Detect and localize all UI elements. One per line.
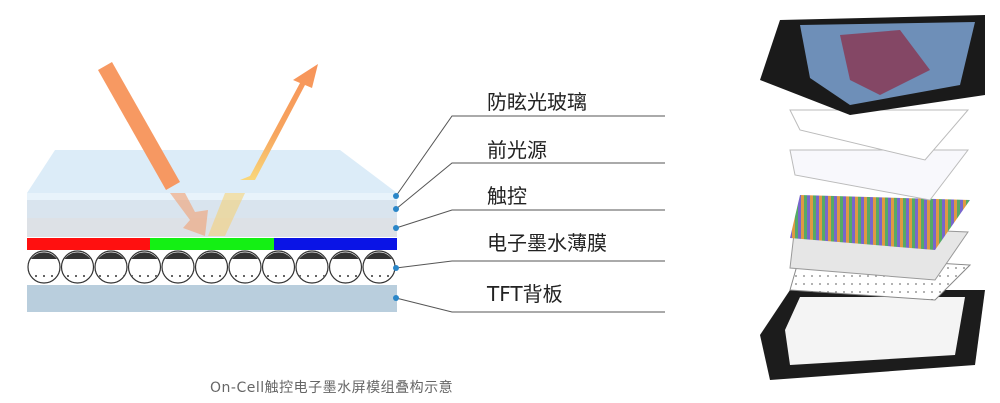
white-particles — [131, 275, 158, 282]
front-light-layer — [27, 200, 397, 218]
white-particles — [332, 275, 359, 282]
label-front-light: 前光源 — [487, 138, 547, 162]
white-particles — [366, 275, 392, 282]
reflected-light-arrow — [240, 64, 318, 180]
white-particles — [165, 275, 191, 282]
black-particles — [366, 252, 392, 259]
reflected-light-tip — [208, 193, 245, 236]
white-particles — [265, 275, 292, 282]
label-tft-backplane: TFT背板 — [487, 282, 563, 306]
black-particles — [98, 252, 124, 259]
black-particles — [265, 252, 292, 259]
black-particles — [31, 252, 57, 259]
label-touch: 触控 — [487, 184, 527, 208]
black-particles — [131, 252, 158, 259]
white-particles — [299, 275, 325, 282]
glass-layer — [27, 193, 397, 200]
label-eink-film: 电子墨水薄膜 — [487, 231, 607, 255]
black-particles — [165, 252, 191, 259]
label-antiglare-glass: 防眩光玻璃 — [487, 90, 587, 114]
color-filter-red — [27, 238, 150, 250]
tft-backplane-layer — [27, 285, 397, 312]
caption: On-Cell触控电子墨水屏模组叠构示意 — [210, 380, 454, 396]
eink-microcapsules — [27, 250, 396, 284]
black-particles — [64, 252, 91, 259]
color-filter-green — [150, 238, 274, 250]
black-particles — [332, 252, 359, 259]
incident-light-arrow — [98, 62, 180, 190]
black-particles — [299, 252, 325, 259]
device-back-screen — [785, 297, 965, 365]
white-particles — [232, 275, 258, 282]
white-particles — [198, 275, 225, 282]
incident-light-arrow-tip — [170, 193, 208, 236]
glass-top-face — [27, 150, 397, 193]
frontlight-sheet — [789, 109, 970, 161]
touch-sheet — [789, 149, 970, 201]
white-particles — [31, 275, 57, 282]
white-particles — [98, 275, 124, 282]
color-filter-sheet — [790, 195, 970, 250]
screen-art — [840, 30, 930, 95]
black-particles — [232, 252, 258, 259]
leader-lines — [395, 115, 665, 313]
exploded-ereader-illustration — [760, 15, 985, 380]
leader-dots — [393, 193, 399, 301]
black-particles — [198, 252, 225, 259]
white-particles — [64, 275, 91, 282]
color-filter-blue — [274, 238, 397, 250]
